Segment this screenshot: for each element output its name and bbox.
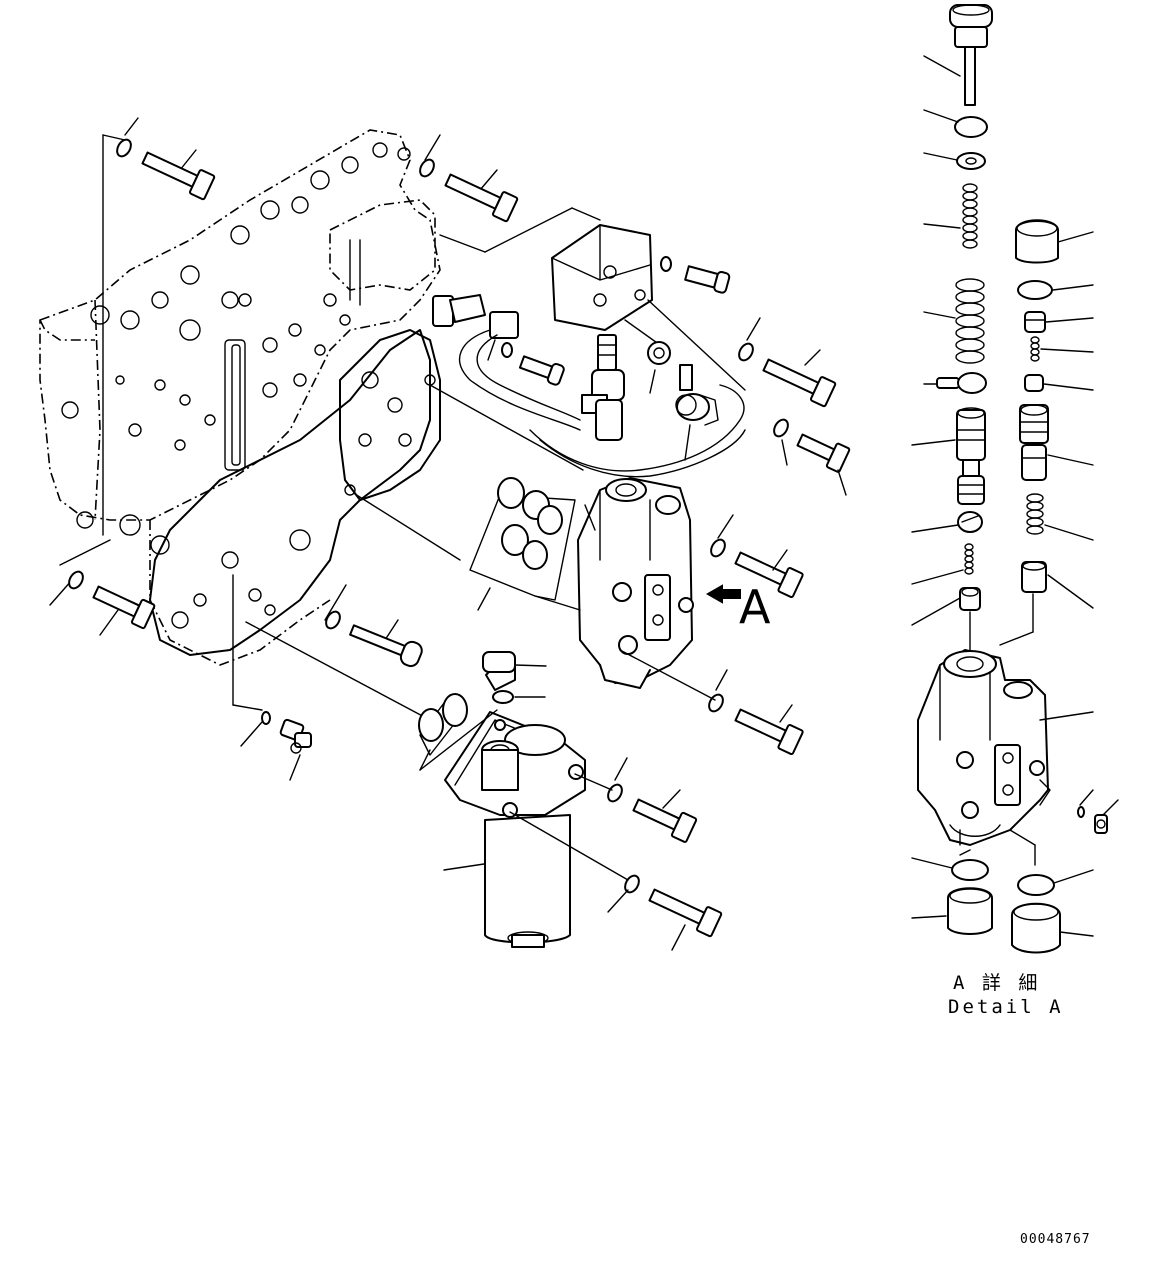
washer-leaders	[607, 317, 847, 951]
view-marker-label: A	[739, 580, 771, 634]
bolts	[92, 151, 851, 938]
detail-a-bottom-plugs	[911, 857, 1094, 954]
pressure-valve-body	[534, 477, 716, 701]
elbow-fitting	[261, 711, 312, 754]
detail-title-japanese: A 詳 細	[953, 972, 1041, 994]
detail-a-plug	[1077, 789, 1119, 834]
leader-lines	[49, 117, 601, 781]
solenoid-block	[551, 224, 746, 391]
detail-a-stack-left	[911, 4, 993, 661]
main-control-valve	[39, 129, 441, 666]
washers	[68, 138, 789, 894]
detail-title-english: Detail A	[948, 996, 1064, 1018]
detail-a-stack-right	[999, 219, 1094, 646]
solenoid-valve	[581, 334, 719, 461]
filter-assembly	[419, 651, 629, 948]
sensor-harness	[432, 294, 746, 478]
drawing-number: 00048767	[1020, 1232, 1091, 1247]
detail-a-valve-body	[917, 649, 1094, 866]
view-arrow-icon	[705, 584, 741, 604]
gasket-o-rings	[469, 477, 576, 611]
filter-o-rings	[418, 693, 468, 756]
